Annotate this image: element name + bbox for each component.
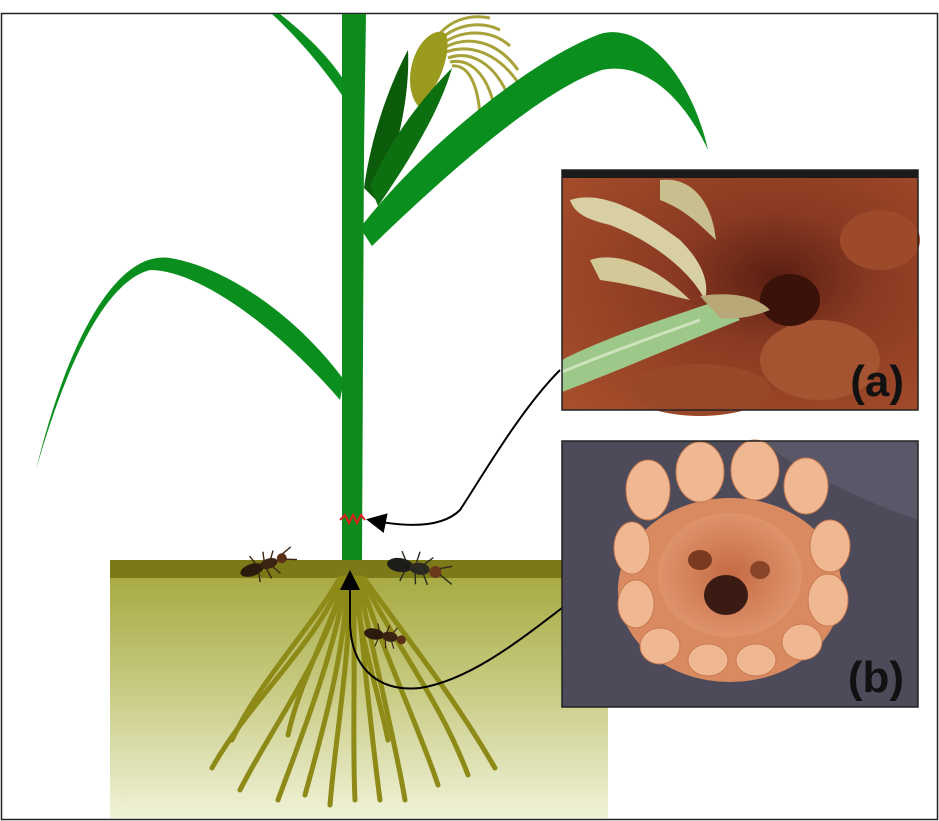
leaf-top-left	[272, 14, 350, 98]
photo-b: (b)	[562, 440, 918, 707]
maize-stalk	[342, 14, 366, 560]
arrow-icon	[370, 370, 560, 525]
leaf-left	[36, 257, 344, 470]
photo-a-label: (a)	[850, 357, 904, 406]
photo-b-label: (b)	[848, 653, 904, 702]
soil-surface	[110, 560, 608, 578]
photo-a: (a)	[562, 170, 920, 416]
